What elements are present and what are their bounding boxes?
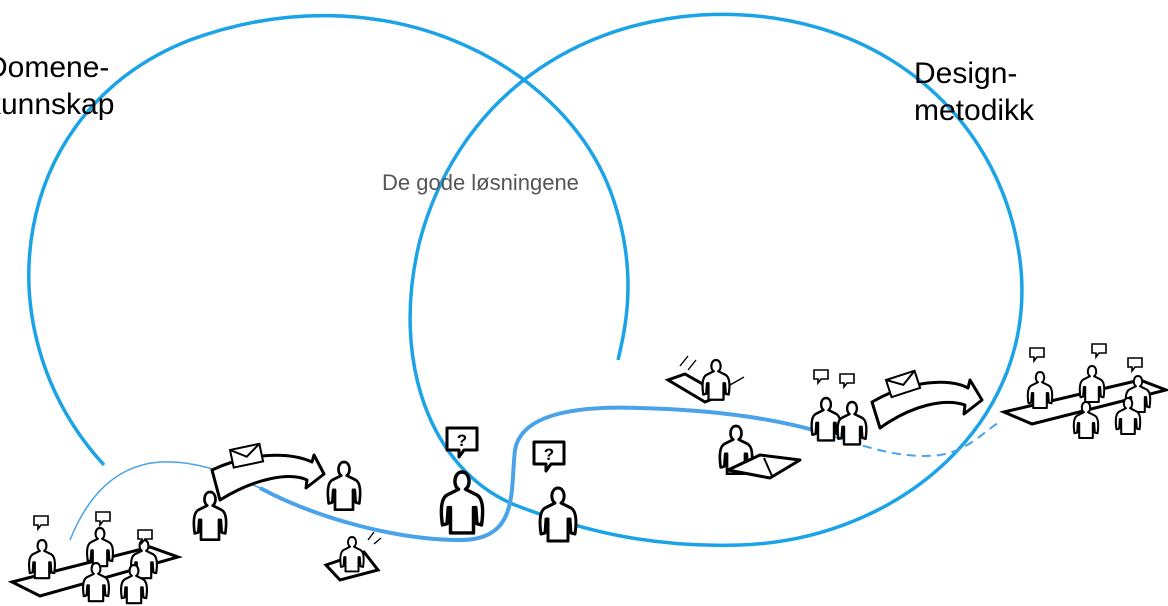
person-laptop-right-icon <box>664 355 745 404</box>
pair-talking-icon <box>810 369 868 446</box>
person-reading-laptop-left-icon <box>323 531 382 582</box>
label-good-solutions: De gode løsningene <box>382 170 579 195</box>
meeting-table-left-icon <box>7 511 183 605</box>
person-book-icon <box>718 424 802 480</box>
envelope-arrow-left-icon <box>210 442 326 502</box>
meeting-table-right-icon <box>999 343 1168 440</box>
process-path <box>259 405 821 543</box>
label-design-methodology: Design- metodikk <box>914 57 1035 127</box>
circle-design-method <box>408 12 1024 548</box>
person-question-right-icon <box>532 440 578 543</box>
person-after-arrow-icon <box>326 460 362 512</box>
circle-domain-knowledge <box>27 13 630 467</box>
label-domain-knowledge: Domene- kunnskap <box>0 51 115 121</box>
envelope-arrow-right-icon <box>870 369 984 430</box>
